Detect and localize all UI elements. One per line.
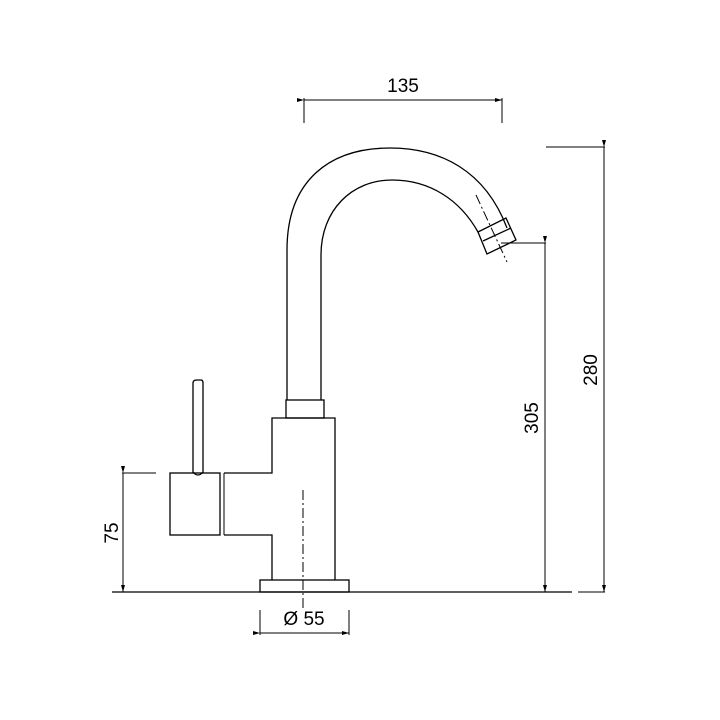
dim-305-label: 305 <box>522 402 543 434</box>
spout-inner <box>320 179 479 400</box>
dim-75-label: 75 <box>102 522 123 543</box>
lever-cartridge <box>169 472 221 536</box>
spout-collar <box>285 399 325 419</box>
dim-280-label: 280 <box>581 354 602 386</box>
dim-135-label: 135 <box>387 76 419 97</box>
dim-55-label: Ø 55 <box>283 609 324 630</box>
tap-body <box>224 417 336 580</box>
spout-centerline <box>475 194 508 263</box>
lever-stem <box>192 379 204 473</box>
base-plate <box>259 579 350 593</box>
aerator <box>477 217 517 255</box>
aerator-ring <box>482 227 512 242</box>
spout-outer <box>286 147 508 400</box>
